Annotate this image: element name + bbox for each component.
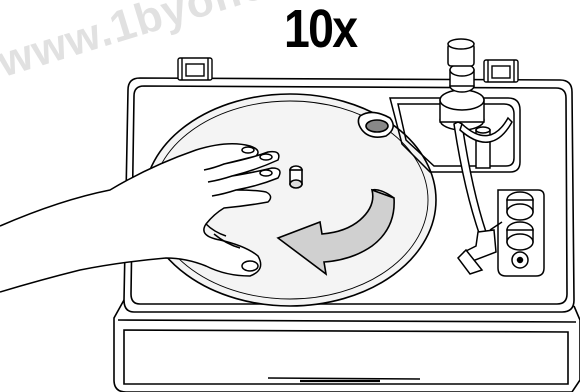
hinge-left bbox=[178, 58, 212, 80]
hinge-right bbox=[484, 60, 518, 82]
repeat-count-label: 10x bbox=[284, 2, 356, 56]
